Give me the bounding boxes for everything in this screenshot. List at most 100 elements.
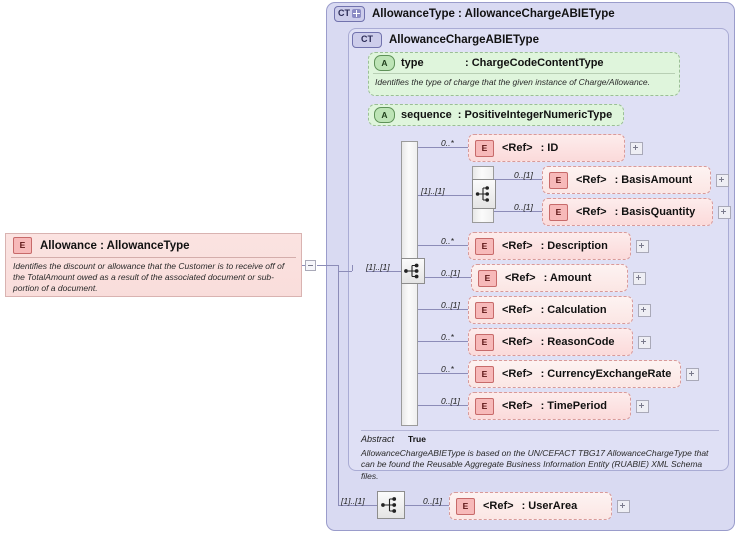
element-box[interactable]: E <Ref> : CurrencyExchangeRate [468,360,682,388]
element-box[interactable]: E <Ref> : Description [468,232,631,260]
connector-line [418,309,468,310]
connector-line [338,505,377,506]
attribute-type-datatype: : ChargeCodeContentType [465,57,604,69]
element-box[interactable]: E <Ref> : ReasonCode [468,328,633,356]
element-box[interactable]: E <Ref> : UserArea [449,492,612,520]
plus-box-icon[interactable] [637,335,651,349]
plus-box-icon[interactable] [629,141,643,155]
attribute-icon: A [374,55,395,71]
main-sequence-occurrence: [1]..[1] [366,262,390,272]
connector-line [418,147,468,148]
element-ref: <Ref> [502,240,533,252]
element-row-timeperiod[interactable]: E <Ref> : TimePeriod [468,392,649,420]
element-row-calculation[interactable]: E <Ref> : Calculation [468,296,651,324]
occurrence-label: 0..[1] [423,496,442,506]
abstract-value: True [408,433,426,444]
source-element-title: Allowance : AllowanceType [40,239,190,252]
element-box[interactable]: E <Ref> : ID [468,134,625,162]
element-ref: <Ref> [576,174,607,186]
element-name: : BasisAmount [614,174,693,186]
occurrence-label: 0..[1] [514,170,533,180]
element-name: : Amount [543,272,592,284]
element-row-id[interactable]: E <Ref> : ID [468,134,643,162]
connector-line [425,277,471,278]
sequence-icon[interactable] [401,258,425,284]
userarea-sequence-occurrence: [1]..[1] [341,496,365,506]
element-row-reasoncode[interactable]: E <Ref> : ReasonCode [468,328,651,356]
sequence-icon[interactable] [472,179,496,209]
plus-box-icon[interactable] [635,399,649,413]
attribute-sequence-datatype: : PositiveIntegerNumericType [457,109,613,121]
connector-line [317,265,338,266]
inner-type-header[interactable]: CT AllowanceChargeABIEType [352,31,539,48]
occurrence-label: 0..[1] [441,268,460,278]
element-icon: E [475,333,494,351]
element-ref: <Ref> [502,142,533,154]
element-icon: E [475,139,494,157]
element-ref: <Ref> [576,206,607,218]
connector-line [418,405,468,406]
attribute-icon: A [374,107,395,123]
source-element-card[interactable]: E Allowance : AllowanceType Identifies t… [5,233,302,297]
minus-box-icon[interactable] [305,260,316,271]
element-name: : Description [540,240,608,252]
element-name: : UserArea [521,500,578,512]
sequence-icon[interactable] [377,491,405,519]
element-row-basisamount[interactable]: E <Ref> : BasisAmount [542,166,729,194]
outer-type-header[interactable]: CT AllowanceType : AllowanceChargeABIETy… [334,5,615,22]
occurrence-label: 0..[1] [514,202,533,212]
element-icon: E [478,269,497,287]
element-box[interactable]: E <Ref> : BasisQuantity [542,198,713,226]
element-row-amount[interactable]: E <Ref> : Amount [471,264,646,292]
source-element-header: E Allowance : AllowanceType [6,234,301,257]
element-ref: <Ref> [502,368,533,380]
element-icon: E [475,365,494,383]
attribute-type[interactable]: A type : ChargeCodeContentType Identifie… [368,52,680,96]
plus-box-icon[interactable] [715,173,729,187]
element-box[interactable]: E <Ref> : BasisAmount [542,166,711,194]
element-box[interactable]: E <Ref> : TimePeriod [468,392,631,420]
element-box[interactable]: E <Ref> : Calculation [468,296,633,324]
connector-line [418,341,468,342]
connector-line [405,505,450,506]
element-box[interactable]: E <Ref> : Amount [471,264,628,292]
attribute-type-name: type [401,57,424,69]
element-name: : TimePeriod [540,400,608,412]
element-icon: E [13,237,32,254]
element-row-currencyexchangerate[interactable]: E <Ref> : CurrencyExchangeRate [468,360,700,388]
attribute-type-documentation: Identifies the type of charge that the g… [373,73,675,88]
element-ref: <Ref> [502,400,533,412]
inner-type-documentation: AllowanceChargeABIEType is based on the … [361,448,709,481]
complextype-icon[interactable]: CT [352,31,382,48]
element-row-userarea[interactable]: E <Ref> : UserArea [449,492,630,520]
plus-box-icon[interactable] [717,205,731,219]
element-ref: <Ref> [505,272,536,284]
plus-box-icon[interactable] [632,271,646,285]
occurrence-label: 0..[1] [441,396,460,406]
attribute-sequence-row: A sequence : PositiveIntegerNumericType [369,105,623,125]
plus-box-icon[interactable] [686,367,700,381]
plus-box-icon[interactable] [616,499,630,513]
element-name: : ID [540,142,559,154]
source-element-documentation: Identifies the discount or allowance tha… [11,257,296,294]
complextype-expand-icon[interactable]: CT [334,5,365,22]
element-row-description[interactable]: E <Ref> : Description [468,232,649,260]
connector-line [338,271,352,272]
connector-line [352,265,353,271]
element-icon: E [475,301,494,319]
plus-box-icon[interactable] [637,303,651,317]
connector-line [418,195,472,196]
attribute-sequence[interactable]: A sequence : PositiveIntegerNumericType [368,104,624,126]
occurrence-label: 0..[1] [441,300,460,310]
element-name: : BasisQuantity [614,206,696,218]
plus-box-icon[interactable] [635,239,649,253]
occurrence-label: 0..* [441,364,454,374]
attribute-sequence-name: sequence [401,109,452,121]
element-icon: E [475,397,494,415]
abstract-label: Abstract [361,433,395,444]
element-icon: E [456,497,475,515]
inner-sequence-occurrence: [1]..[1] [421,186,445,196]
element-name: : ReasonCode [540,336,615,348]
connector-line [494,179,542,180]
element-row-basisquantity[interactable]: E <Ref> : BasisQuantity [542,198,731,226]
